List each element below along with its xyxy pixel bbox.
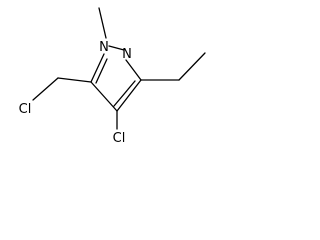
atom-label-cl-ring: Cl	[113, 131, 126, 146]
bond-c4-c5	[90, 81, 118, 112]
bond-c3-c4-double	[113, 80, 136, 107]
atom-label-cl-side: Cl	[19, 102, 32, 117]
bond-n2-c3	[125, 59, 142, 81]
bond-c5-ch2	[57, 77, 92, 83]
structure-canvas: N N Cl Cl	[0, 0, 207, 152]
bond-n1-n2	[108, 45, 125, 51]
bond-c5-n1-double	[95, 58, 108, 84]
bond-ch2-cl	[32, 77, 59, 101]
bond-c5-n1-single	[90, 53, 105, 83]
bond-ethyl-2	[178, 52, 206, 81]
atom-label-n2: N	[122, 47, 132, 62]
atom-label-n1: N	[99, 40, 109, 55]
molecule-diagram: N N Cl Cl	[19, 7, 206, 146]
bond-n1-methyl	[98, 7, 107, 39]
bond-c3-c4-single	[116, 79, 142, 112]
